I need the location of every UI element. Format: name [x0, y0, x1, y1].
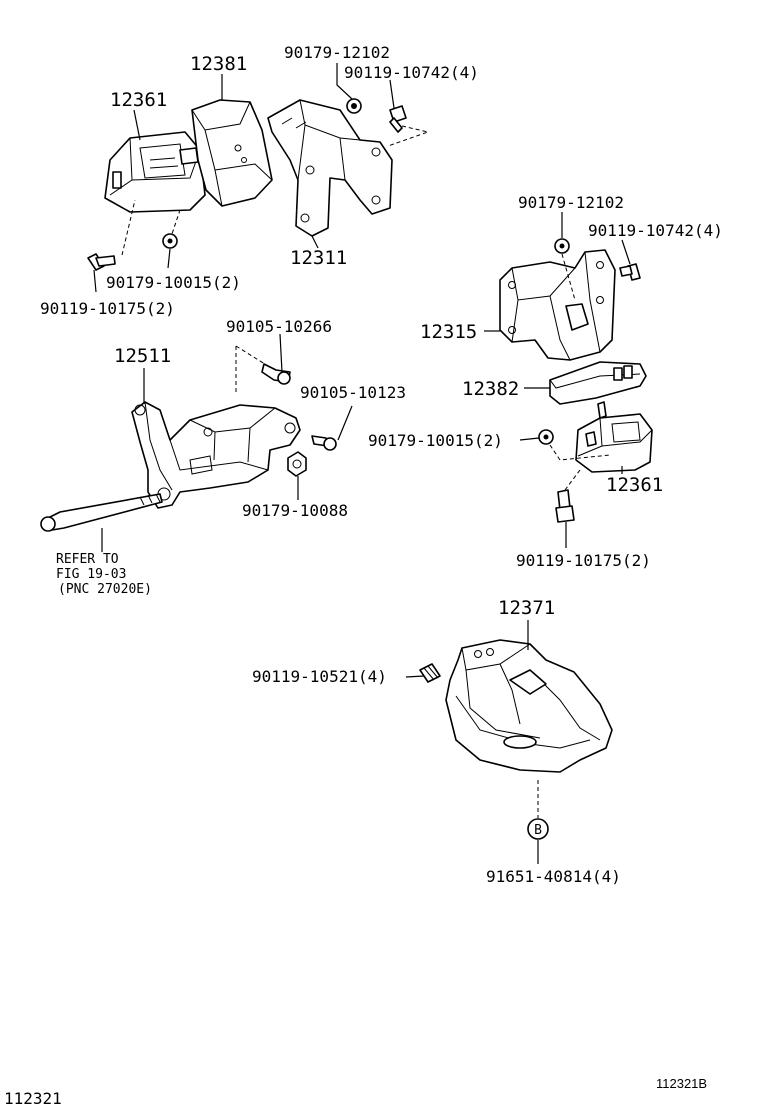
bolt-90119-10742-top — [389, 105, 407, 133]
svg-text:B: B — [534, 823, 542, 838]
callout-90105-10266: 90105-10266 — [226, 317, 332, 336]
bolt-90119-10175-left — [87, 253, 116, 271]
callout-90119-10521: 90119-10521(4) — [252, 667, 387, 686]
refer-note-line2: FIG 19-03 — [56, 567, 126, 582]
engine-mount-12371 — [445, 639, 613, 773]
callout-90119-10742-top: 90119-10742(4) — [344, 63, 479, 82]
callout-12311: 12311 — [290, 247, 347, 269]
callout-12511: 12511 — [114, 345, 171, 367]
callout-91651-40814: 91651-40814(4) — [486, 867, 621, 886]
callout-90119-10175-right: 90119-10175(2) — [516, 551, 651, 570]
engine-mount-12361-left — [104, 131, 206, 213]
callout-90105-10123: 90105-10123 — [300, 383, 406, 402]
callout-90179-12102-right: 90179-12102 — [518, 193, 624, 212]
nut-90179-10088 — [287, 451, 307, 477]
callout-12361-top: 12361 — [110, 89, 167, 111]
bolt-90105-10266 — [261, 363, 291, 385]
callout-90179-10015-top: 90179-10015(2) — [106, 273, 241, 292]
marker-b: B — [527, 818, 549, 840]
stopper-12382 — [549, 361, 647, 405]
bracket-12311 — [267, 99, 393, 237]
nut-90179-12102-top — [346, 98, 362, 114]
engine-mount-12361-right — [575, 401, 653, 473]
long-bolt-refer — [40, 493, 163, 532]
callout-90179-12102-top: 90179-12102 — [284, 43, 390, 62]
bracket-12315 — [499, 249, 616, 361]
nut-90179-10015-right — [538, 429, 554, 445]
refer-note-line1: REFER TO — [56, 552, 119, 567]
refer-note-line3: (PNC 27020E) — [58, 582, 152, 597]
callout-12315: 12315 — [420, 321, 477, 343]
bolt-90119-10742-right — [619, 263, 641, 281]
bracket-12511 — [131, 401, 301, 509]
callout-90119-10742-right: 90119-10742(4) — [588, 221, 723, 240]
callout-12361-right: 12361 — [606, 474, 663, 496]
nut-90179-10015-left — [162, 233, 178, 249]
bolt-90105-10123 — [311, 435, 337, 451]
bolt-90119-10175-right — [555, 489, 575, 523]
callout-12381: 12381 — [190, 53, 247, 75]
callout-90119-10175-top: 90119-10175(2) — [40, 299, 175, 318]
callout-90179-10088: 90179-10088 — [242, 501, 348, 520]
footer-left-code: 112321 — [4, 1089, 62, 1108]
callout-12371: 12371 — [498, 597, 555, 619]
callout-12382: 12382 — [462, 378, 519, 400]
stopper-12381 — [191, 99, 273, 207]
nut-90179-12102-right — [554, 238, 570, 254]
callout-90179-10015-right: 90179-10015(2) — [368, 431, 503, 450]
bolt-90119-10521 — [419, 663, 441, 683]
footer-right-code: 112321B — [656, 1076, 707, 1091]
